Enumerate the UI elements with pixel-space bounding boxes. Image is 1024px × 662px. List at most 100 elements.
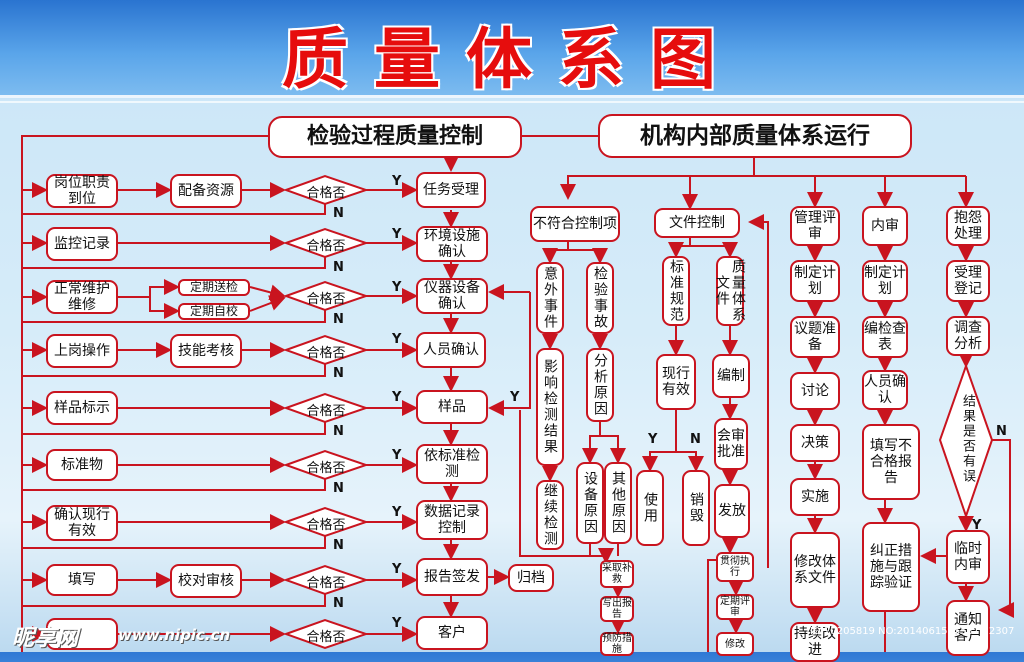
band-divider (0, 95, 1024, 98)
box-nonconformity-report: 填写不合格报告 (862, 424, 920, 500)
box-review-approve: 会审批准 (714, 418, 748, 470)
no-label: N (996, 424, 1007, 439)
box-continue-test: 继续检测 (536, 480, 564, 550)
box-analyze-cause: 分析原因 (586, 348, 614, 422)
box-revise-docs: 修改体系文件 (790, 532, 840, 608)
watermark-url: www.nipic.cn (118, 626, 231, 644)
diamond-6 (283, 449, 370, 481)
box-report-issue: 报告签发 (416, 558, 488, 596)
no-label: N (333, 366, 344, 381)
diamond-complaint-label: 结果是否有误 (960, 394, 975, 484)
no-label: N (333, 538, 344, 553)
box-compile: 编制 (712, 354, 750, 398)
box-discuss: 讨论 (790, 372, 840, 410)
box-remedy: 采取补救 (600, 560, 634, 588)
yes-label: Y (392, 448, 402, 463)
box-register: 受理登记 (946, 260, 990, 302)
box-sample: 样品 (416, 390, 488, 424)
box-preventive: 预防措施 (600, 632, 634, 656)
box-notify-customer: 通知客户 (946, 600, 990, 656)
diamond-9 (283, 618, 370, 650)
diamond-3 (283, 280, 370, 312)
yes-label: Y (392, 280, 402, 295)
diamond-4 (283, 334, 370, 366)
decision-label: 合格否 (306, 518, 346, 533)
box-complaint: 抱怨处理 (946, 206, 990, 246)
no-label: N (333, 424, 344, 439)
yes-label: Y (392, 227, 402, 242)
box-quality-docs: 质量体系文件 (714, 256, 746, 326)
decision-label: 合格否 (306, 239, 346, 254)
no-label: N (690, 432, 701, 447)
diamond-complaint (938, 362, 994, 520)
no-label: N (333, 596, 344, 611)
box-instrument-confirm: 仪器设备确认 (416, 278, 488, 314)
box-affect-result: 影响检测结果 (536, 348, 564, 466)
box-internal-audit: 内审 (862, 206, 908, 246)
decision-label: 合格否 (306, 186, 346, 201)
no-label: N (333, 260, 344, 275)
decision-label: 合格否 (306, 404, 346, 419)
yes-label: Y (648, 432, 658, 447)
box-nonconform-control: 不符合控制项 (530, 206, 620, 242)
diamond-5 (283, 392, 370, 424)
box-write-report: 写出报告 (600, 596, 634, 622)
box-environment-confirm: 环境设施确认 (416, 226, 488, 262)
box-accident: 意外事件 (536, 262, 564, 334)
box-checklist: 编检查表 (862, 316, 908, 358)
decision-label: 合格否 (306, 576, 346, 591)
box-personnel-confirm: 人员确认 (416, 332, 486, 368)
diamond-8 (283, 564, 370, 596)
box-reference-material: 标准物 (46, 449, 118, 481)
box-management-review: 管理评审 (790, 206, 840, 246)
yes-label: Y (392, 616, 402, 631)
watermark-logo: 昵享网 (12, 626, 79, 651)
header-internal-system: 机构内部质量体系运行 (598, 114, 912, 158)
box-temp-audit: 临时内审 (946, 530, 990, 584)
box-equipment-cause: 设备原因 (576, 462, 604, 544)
decision-label: 合格否 (306, 461, 346, 476)
box-corrective-action: 纠正措施与跟踪验证 (862, 522, 920, 612)
yes-label: Y (392, 505, 402, 520)
box-audit-plan: 制定计划 (862, 260, 908, 302)
box-other-cause: 其他原因 (604, 462, 632, 544)
decision-label: 合格否 (306, 630, 346, 645)
yes-label: Y (510, 390, 520, 405)
box-distribute: 发放 (714, 484, 750, 538)
box-modify: 修改 (716, 632, 754, 656)
page-title: 质量体系图 (282, 21, 742, 98)
header-inspection-control: 检验过程质量控制 (268, 116, 522, 158)
box-self-calibration: 定期自校 (178, 303, 250, 320)
box-destroy: 销毁 (682, 470, 710, 546)
box-archive: 归档 (508, 564, 554, 592)
box-topic-prep: 议题准备 (790, 316, 840, 358)
box-investigate: 调查分析 (946, 316, 990, 356)
no-label: N (333, 481, 344, 496)
box-periodic-calibration: 定期送检 (178, 279, 250, 296)
box-sample-label: 样品标示 (46, 391, 118, 425)
box-onduty-operation: 上岗操作 (46, 334, 118, 368)
box-data-record: 数据记录控制 (416, 500, 488, 540)
yes-label: Y (392, 562, 402, 577)
no-label: N (333, 206, 344, 221)
yes-label: Y (392, 332, 402, 347)
box-implementation: 实施 (790, 478, 840, 516)
yes-label: Y (392, 390, 402, 405)
box-skill-assessment: 技能考核 (170, 334, 242, 368)
box-monitor-record: 监控记录 (46, 227, 118, 261)
decision-label: 合格否 (306, 346, 346, 361)
diamond-2 (283, 227, 370, 259)
no-label: N (333, 312, 344, 327)
box-implement: 贯彻执行 (716, 552, 754, 582)
diamond-1 (283, 174, 370, 206)
box-task-acceptance: 任务受理 (416, 172, 486, 208)
box-fill-in: 填写 (46, 564, 118, 596)
decision-label: 合格否 (306, 292, 346, 307)
box-decision: 决策 (790, 424, 840, 462)
box-mgmt-plan: 制定计划 (790, 260, 840, 302)
box-audit-personnel: 人员确认 (862, 370, 908, 410)
box-row-nine (46, 618, 118, 650)
box-inspection-accident: 检验事故 (586, 262, 614, 334)
box-periodic-review: 定期评审 (716, 594, 754, 620)
